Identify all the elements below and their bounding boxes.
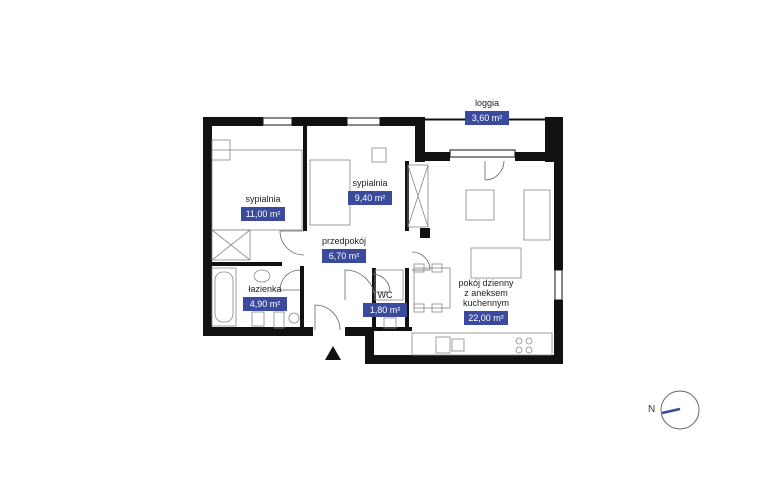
windows: [262, 117, 563, 301]
room-label-bathroom: łazienka 4,90 m²: [230, 284, 300, 311]
room-area-badge: 3,60 m²: [465, 111, 509, 125]
room-area-badge: 9,40 m²: [348, 191, 392, 205]
room-name: loggia: [474, 98, 500, 108]
room-name-line-2: z aneksem: [464, 288, 508, 298]
room-label-living-room: pokój dzienny z aneksem kuchennym 22,00 …: [446, 278, 526, 325]
room-name: sypialnia: [352, 178, 388, 188]
room-area-badge: 11,00 m²: [241, 207, 285, 221]
room-area-badge: 4,90 m²: [243, 297, 287, 311]
room-name: WC: [377, 290, 393, 300]
room-name-line-3: kuchennym: [462, 298, 510, 308]
room-name: sypialnia: [245, 194, 281, 204]
room-area-badge: 6,70 m²: [322, 249, 366, 263]
room-area-badge: 1,80 m²: [363, 303, 407, 317]
room-area-badge: 22,00 m²: [464, 311, 508, 325]
room-name: łazienka: [248, 284, 282, 294]
room-label-bedroom-1: sypialnia 11,00 m²: [228, 194, 298, 221]
room-label-wc: WC 1,80 m²: [350, 290, 420, 317]
room-name: przedpokój: [321, 236, 367, 246]
compass-north-label: N: [648, 404, 656, 415]
room-label-hallway: przedpokój 6,70 m²: [306, 236, 382, 263]
walls: [203, 117, 563, 364]
entrance-arrow-icon: [325, 346, 341, 360]
compass-icon: [660, 390, 700, 430]
room-name-line-1: pokój dzienny: [458, 278, 514, 288]
room-label-bedroom-2: sypialnia 9,40 m²: [335, 178, 405, 205]
room-label-loggia: loggia 3,60 m²: [452, 98, 522, 125]
